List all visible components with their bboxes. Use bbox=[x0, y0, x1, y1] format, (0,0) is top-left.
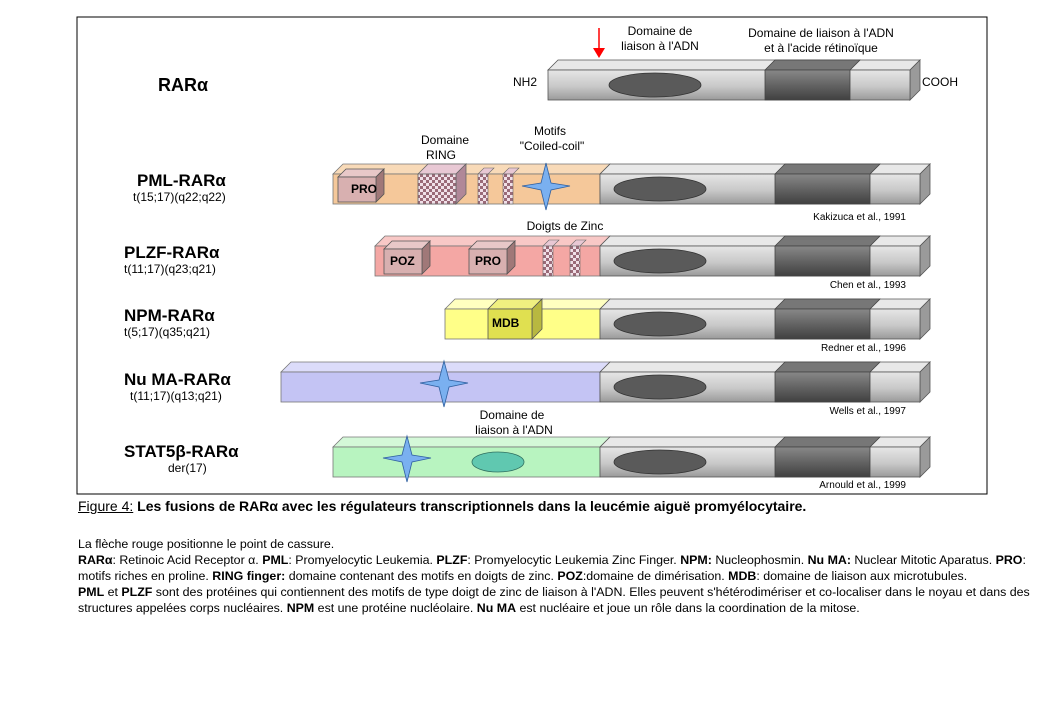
pml-rara-ref: Kakizuca et al., 1991 bbox=[813, 212, 906, 223]
numa-rara-name: Nu MA-RARα bbox=[124, 370, 231, 389]
plzf-rara-bar bbox=[374, 235, 931, 277]
pml-pro-label: PRO bbox=[351, 182, 377, 196]
label-stat-dna-1: Domaine de bbox=[480, 408, 545, 422]
label-dna-acid-binding-2: et à l'acide rétinoïque bbox=[764, 41, 878, 55]
label-ring-1: Domaine bbox=[421, 133, 469, 147]
pml-coiled-1 bbox=[477, 173, 489, 205]
breakpoint-arrow bbox=[593, 28, 605, 58]
legend-line-arrow: La flèche rouge positionne le point de c… bbox=[78, 537, 335, 551]
figure-number: Figure 4: bbox=[78, 498, 134, 514]
nh2-label: NH2 bbox=[513, 75, 537, 89]
plzf-zinc-2 bbox=[569, 245, 581, 277]
npm-mdb-label: MDB bbox=[492, 316, 520, 330]
stat5b-rara-name: STAT5β-RARα bbox=[124, 442, 239, 461]
label-coiled-2: "Coiled-coil" bbox=[520, 139, 585, 153]
label-dna-binding-1: Domaine de bbox=[628, 24, 693, 38]
label-ring-2: RING bbox=[426, 148, 456, 162]
stat-dna-binding-ellipse bbox=[471, 451, 525, 473]
label-coiled-1: Motifs bbox=[534, 124, 566, 138]
npm-rara-ref: Redner et al., 1996 bbox=[821, 343, 906, 354]
rara-dna-binding-ellipse bbox=[608, 72, 702, 98]
label-dna-binding-2: liaison à l'ADN bbox=[621, 39, 699, 53]
plzf-rara-karyotype: t(11;17)(q23;q21) bbox=[124, 262, 216, 276]
plzf-pro-label: PRO bbox=[475, 254, 501, 268]
cooh-label: COOH bbox=[922, 75, 958, 89]
npm-mdb-box bbox=[487, 308, 533, 340]
figure-legend: La flèche rouge positionne le point de c… bbox=[78, 536, 1038, 616]
figure-border bbox=[76, 16, 988, 495]
label-stat-dna-2: liaison à l'ADN bbox=[475, 423, 553, 437]
label-dna-acid-binding-1: Domaine de liaison à l'ADN bbox=[748, 26, 894, 40]
pml-rara-name: PML-RARα bbox=[137, 171, 226, 190]
pml-coiled-2 bbox=[502, 173, 514, 205]
legend-abbreviations: RARα: Retinoic Acid Receptor α. PML: Pro… bbox=[78, 553, 1026, 583]
numa-star-icon bbox=[419, 359, 469, 408]
plzf-rara-name: PLZF-RARα bbox=[124, 243, 220, 262]
figure-title: Les fusions de RARα avec les régulateurs… bbox=[137, 498, 807, 514]
npm-rara-bar bbox=[444, 298, 931, 340]
numa-rara-bar bbox=[280, 359, 931, 408]
legend-description: PML et PLZF sont des protéines qui conti… bbox=[78, 585, 1030, 615]
numa-rara-karyotype: t(11;17)(q13;q21) bbox=[130, 389, 222, 403]
stat5b-rara-karyotype: der(17) bbox=[168, 461, 207, 475]
plzf-pro-box bbox=[468, 248, 508, 275]
stat-star-icon bbox=[382, 434, 432, 483]
pml-star-icon bbox=[521, 162, 571, 211]
fusion-diagram: RARα NH2 COOH Domaine de liaison à l'ADN… bbox=[76, 16, 988, 495]
pml-pro-box bbox=[337, 176, 377, 203]
rara-label: RARα bbox=[158, 75, 208, 95]
npm-rara-name: NPM-RARα bbox=[124, 306, 215, 325]
npm-rara-karyotype: t(5;17)(q35;q21) bbox=[124, 325, 210, 339]
pml-ring-domain bbox=[417, 173, 457, 205]
plzf-rara-ref: Chen et al., 1993 bbox=[830, 280, 907, 291]
pml-rara-karyotype: t(15;17)(q22;q22) bbox=[133, 190, 226, 204]
stat5b-rara-bar bbox=[332, 434, 931, 483]
stat5b-rara-ref: Arnould et al., 1999 bbox=[819, 480, 906, 491]
figure-caption: Figure 4: Les fusions de RARα avec les r… bbox=[78, 498, 806, 514]
plzf-poz-box bbox=[383, 248, 423, 275]
numa-rara-ref: Wells et al., 1997 bbox=[829, 406, 906, 417]
label-zinc-fingers: Doigts de Zinc bbox=[527, 219, 604, 233]
plzf-poz-label: POZ bbox=[390, 254, 415, 268]
plzf-zinc-1 bbox=[542, 245, 554, 277]
rara-bar bbox=[547, 59, 921, 101]
pml-rara-bar bbox=[332, 162, 931, 211]
